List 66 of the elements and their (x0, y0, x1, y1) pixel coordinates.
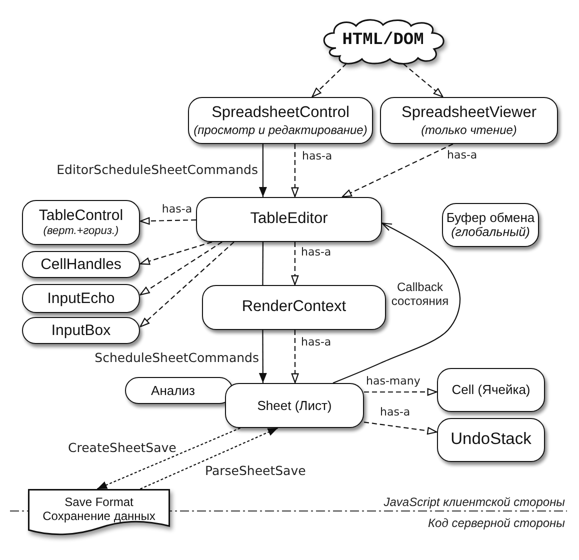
node-title: InputEcho (47, 290, 115, 308)
node-subtitle: (верт.+гориз.) (43, 224, 119, 238)
arrow (291, 242, 299, 286)
node-title: CellHandles (40, 256, 122, 274)
region-label: Код серверной стороны (428, 516, 565, 530)
node-title: SpreadsheetViewer (402, 104, 536, 123)
arrow (312, 63, 347, 98)
class-box (125, 377, 233, 404)
edge-label: EditorScheduleSheetCommands (56, 162, 258, 178)
connector-line (262, 242, 264, 285)
arrow (140, 217, 196, 225)
node-subtitle: (просмотр и редактирование) (194, 122, 368, 137)
arrow (140, 241, 212, 265)
arrow (402, 63, 444, 98)
document-shape (28, 489, 170, 533)
node-title: InputBox (51, 322, 111, 340)
arrow (96, 428, 240, 490)
node-title: Save Format (64, 495, 134, 510)
node-title: UndoStack (450, 430, 532, 450)
class-box (380, 97, 558, 144)
node-subtitle: Сохранение данных (42, 509, 156, 524)
node-title: Буфер обмена (446, 210, 535, 226)
class-box (22, 251, 140, 278)
node-title: TableControl (38, 206, 124, 225)
edge-label: has-a (380, 406, 410, 420)
arrow (140, 242, 234, 328)
arrow (291, 330, 299, 384)
arrow (291, 144, 299, 198)
edge-label: has-a (301, 336, 332, 350)
node-title: Sheet (Лист) (257, 398, 332, 414)
edge-label: ParseSheetSave (205, 464, 306, 478)
arrow (364, 388, 438, 396)
edge-label: Callback состояния (390, 281, 450, 309)
class-box (437, 368, 545, 412)
edge-label: has-a (447, 150, 478, 162)
node-title: TableEditor (250, 210, 328, 229)
edge-label: CreateSheetSave (68, 440, 176, 456)
edge-label: has-a (302, 150, 332, 164)
node-title: RenderContext (242, 298, 346, 317)
edge-label: has-a (162, 204, 192, 216)
edge-label: ScheduleSheetCommands (94, 350, 259, 366)
arrow (258, 144, 267, 197)
class-box (22, 284, 140, 313)
class-box (437, 418, 545, 462)
class-box (196, 197, 382, 242)
node-subtitle: (только чтение) (421, 122, 517, 137)
class-box (202, 285, 386, 330)
node-title: HTML/DOM (342, 30, 424, 52)
edge-label: has-a (301, 246, 332, 260)
node-subtitle: (глобальный) (451, 225, 530, 240)
class-box (22, 200, 140, 245)
class-box (188, 97, 373, 144)
class-box (225, 383, 364, 428)
region-label: JavaScript клиентской стороны (384, 494, 565, 510)
class-box (22, 317, 140, 344)
arrow (364, 422, 438, 435)
arrow (140, 242, 222, 296)
arrow (342, 144, 454, 198)
class-box (442, 203, 539, 247)
node-title: Cell (Ячейка) (452, 382, 530, 398)
arrow (332, 222, 461, 384)
node-title: SpreadsheetControl (212, 104, 350, 123)
arrow (140, 428, 278, 490)
arrow (258, 330, 267, 383)
edge-label: has-many (366, 376, 420, 388)
node-title: Анализ (151, 382, 195, 398)
